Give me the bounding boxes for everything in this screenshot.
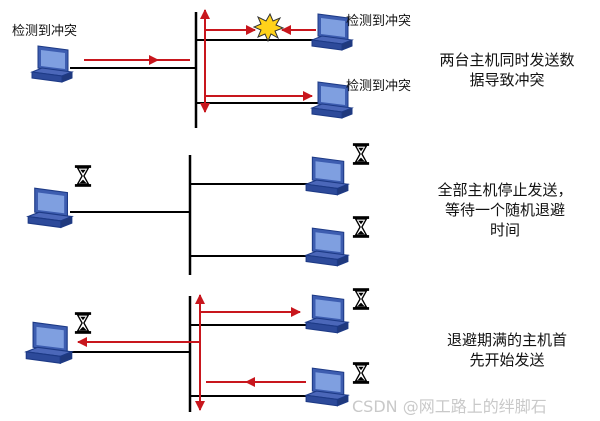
collision-detected-label: 检测到冲突: [346, 79, 412, 94]
computer-icon: [27, 187, 73, 228]
panel-1: [31, 9, 353, 128]
hourglass-icon: [352, 288, 370, 310]
description-line: 据导致冲突: [469, 71, 545, 89]
panel-3-description: 退避期满的主机首 先开始发送: [432, 330, 582, 370]
hourglass-icon: [74, 312, 92, 334]
panel-1-description: 两台主机同时发送数 据导致冲突: [432, 50, 582, 90]
panel-2-description: 全部主机停止发送， 等待一个随机退避 时间: [430, 180, 580, 240]
hourglass-icon: [352, 216, 370, 238]
description-line: 等待一个随机退避: [444, 201, 565, 219]
computer-icon: [25, 321, 73, 364]
computer-icon: [305, 294, 349, 334]
hourglass-icon: [74, 165, 92, 187]
computer-icon: [305, 367, 349, 407]
computer-icon: [305, 156, 349, 196]
hourglass-icon: [352, 362, 370, 384]
computer-icon: [31, 45, 73, 83]
description-line: 退避期满的主机首: [446, 331, 567, 349]
description-line: 全部主机停止发送，: [437, 181, 573, 199]
description-line: 时间: [489, 221, 520, 239]
description-line: 先开始发送: [469, 351, 545, 369]
panel-2: [27, 143, 370, 275]
watermark: CSDN @网工路上的绊脚石: [352, 397, 547, 416]
collision-detected-label: 检测到冲突: [346, 14, 412, 29]
hourglass-icon: [352, 143, 370, 165]
panel-3: [25, 288, 370, 412]
collision-burst-icon: [252, 12, 285, 43]
collision-detected-label: 检测到冲突: [12, 24, 78, 39]
description-line: 两台主机同时发送数: [439, 51, 575, 69]
computer-icon: [305, 227, 349, 267]
